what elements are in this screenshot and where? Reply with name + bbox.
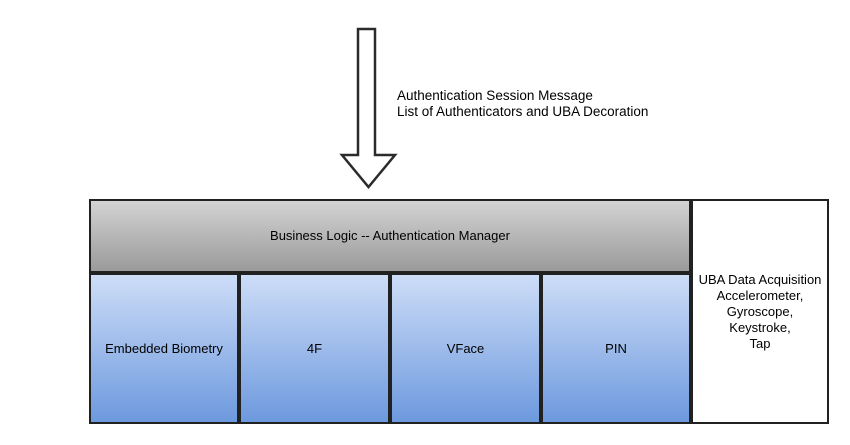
authenticator-label-pin: PIN — [605, 340, 627, 356]
uba-data-acquisition-label: UBA Data Acquisition Accelerometer, Gyro… — [698, 271, 822, 351]
authenticator-box-pin: PIN — [541, 273, 691, 424]
uba-data-acquisition-panel: UBA Data Acquisition Accelerometer, Gyro… — [691, 199, 829, 424]
authenticator-box-vface: VFace — [390, 273, 541, 424]
authenticator-box-4f: 4F — [239, 273, 390, 424]
business-logic-manager-label: Business Logic -- Authentication Manager — [270, 228, 510, 243]
down-block-arrow-icon — [339, 27, 398, 189]
arrow-annotation-text: Authentication Session Message List of A… — [397, 88, 649, 119]
business-logic-manager-box: Business Logic -- Authentication Manager — [89, 199, 691, 273]
authenticator-box-embedded-biometry: Embedded Biometry — [89, 273, 239, 424]
authenticator-label-4f: 4F — [306, 340, 323, 356]
authenticator-label-embedded-biometry: Embedded Biometry — [105, 340, 223, 356]
authenticator-label-vface: VFace — [446, 340, 485, 356]
architecture-diagram: Business Logic -- Authentication Manager… — [89, 199, 829, 424]
